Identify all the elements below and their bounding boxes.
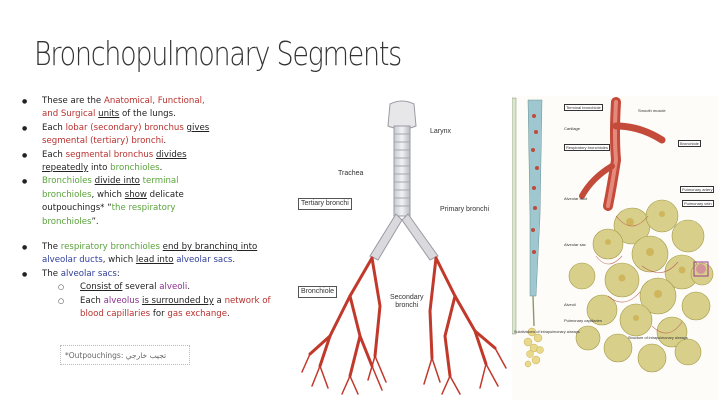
bullet-text: alveolus [103,295,140,306]
tag-pulmonary-vein: Pulmonary vein [682,200,714,207]
bullet-text: Each [42,149,66,160]
bullet-text: . [227,309,230,320]
label-tertiary-bronchi: Tertiary bronchi [298,198,352,210]
bullet-text: Each [80,295,104,306]
bullet-text: units [98,109,120,120]
bullet-text: segmental bronchus [65,149,154,160]
bullet-text: the respiratory [111,203,176,214]
bullet-item: Bronchioles divide into terminal bronchio… [22,175,300,229]
bullet-item: Each lobar (secondary) bronchus gives seg… [22,122,300,149]
tag-terminal-bronchiole: Terminal bronchiole [564,104,603,111]
bullet-item: These are the Anatomical, Functional, and… [22,95,300,122]
bullet-text: bronchioles [42,216,92,227]
footnote: *Outpouchings: تجيب خارجي [60,345,190,365]
bullet-text: into [88,163,111,174]
bullet-text: alveolar ducts [42,255,103,266]
slide-title: Bronchopulmonary Segments [34,34,402,73]
bullet-text: is surrounded by [141,295,214,306]
bullet-text: . [232,255,236,266]
bullet-text: gas exchange [167,309,228,320]
bullet-text: Bronchioles [42,176,92,187]
bullet-text: delicate [146,189,184,200]
label-larynx: Larynx [430,128,452,135]
caption-subdivisions: Subdivisions of intrapulmonary airways [514,330,580,334]
bullet-item: Each segmental bronchus divides repeatedl… [22,149,300,176]
tag-smooth-muscle: Smooth muscle [638,108,666,113]
bronchial-tree-illustration [301,100,507,395]
bullet-text: segmental (tertiary) bronchi [42,136,164,147]
bullet-text: lobar (secondary) bronchus [65,122,184,133]
bullet-text: and Surgical [42,109,96,120]
bullet-text: , which [102,255,136,266]
caption-structure: Structure of intrapulmonary airways [628,336,688,340]
bullet-text: alveolar sacs [60,268,117,279]
bullet-text: The [42,242,61,253]
tag-pulmonary-capillaries: Pulmonary capillaries [564,318,603,323]
bullet-text: These are the [42,96,104,106]
tag-pulmonary-artery: Pulmonary artery [680,186,715,193]
bullet-text: . [159,163,163,174]
bullet-list: These are the Anatomical, Functional, and… [22,95,300,322]
bullet-text: end by branching into [162,242,258,253]
bullet-item: The respiratory bronchioles end by branc… [22,241,300,268]
bullet-text: for [150,309,168,320]
bullet-text: outpouchings* “ [42,203,112,214]
bullet-text: terminal [142,176,179,187]
bullet-text: blood capillaries [80,309,151,320]
bullet-text: bronchioles [42,189,92,200]
tag-alveolar-sac: Alveolar sac [564,242,586,247]
bullet-text: several [122,282,160,293]
label-primary-bronchi: Primary bronchi [440,206,490,213]
bullet-text: a [213,295,225,306]
bullet-text: of the lungs. [119,109,176,120]
tag-bronchiole: Bronchiole [678,140,701,147]
bullet-text: Consist of [80,282,123,293]
bullet-text: Each [42,122,66,133]
bullet-text: . [163,136,167,147]
bullet-text: ”. [91,216,99,227]
bullet-text: The [42,268,61,279]
tag-cartilage: Cartilage [564,126,581,131]
bullet-text: lead into [135,255,174,266]
bullet-text: . [187,282,191,293]
bullet-text: alveoli [159,282,188,293]
sub-bullet-item: Consist of several alveoli. [22,281,300,295]
label-bronchiole: Bronchiole [298,286,338,298]
tag-alveolar-duct: Alveolar duct [564,196,588,201]
bullet-gap [22,229,300,241]
bullet-text: alveolar sacs [176,255,233,266]
bullet-text: show [124,189,147,200]
label-trachea: Trachea [338,170,364,177]
sub-bullet-item: Each alveolus is surrounded by a network… [22,295,300,322]
tag-respiratory-bronchioles: Respiratory bronchioles [564,144,611,151]
alveoli-figure: Terminal bronchiole Cartilage Respirator… [511,96,718,400]
bullet-text: gives [186,122,210,133]
tag-alveoli: Alveoli [564,302,576,307]
bullet-text: Anatomical, Functional, [103,96,205,106]
bullet-item: The alveolar sacs: [22,268,300,282]
bullet-text: repeatedly [42,163,89,174]
bullet-text: , which [91,189,125,200]
bullet-text: respiratory bronchioles [60,242,160,253]
bullet-text: divides [156,149,187,160]
bullet-text: network of [224,295,271,306]
bullet-text: : [116,268,120,279]
bullet-text: bronchioles [110,163,160,174]
bullet-text: divide into [94,176,140,187]
